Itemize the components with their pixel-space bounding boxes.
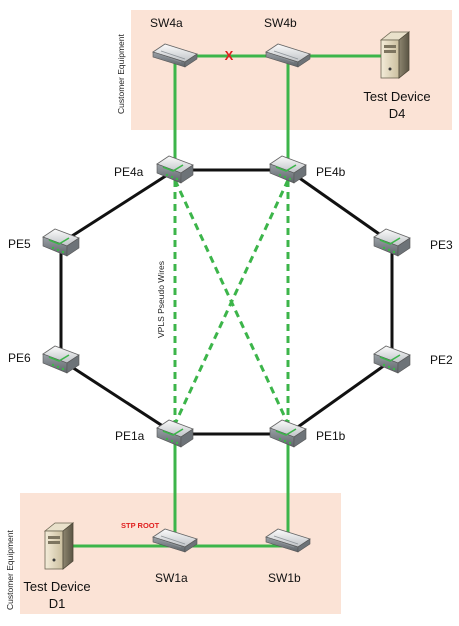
sw4b-label: SW4b	[264, 16, 297, 30]
top-zone-label: Customer Equipment	[116, 34, 126, 114]
pe4b-label: PE4b	[316, 165, 346, 179]
test-device-d1-server-icon[interactable]	[44, 522, 74, 570]
pe1b-label: PE1b	[316, 429, 346, 443]
test-device-d4-server-icon[interactable]	[380, 31, 410, 79]
vpls-label: VPLS Pseudo Wires	[156, 261, 166, 338]
vpls-pseudo-wires	[173, 179, 290, 425]
stp-root-label: STP ROOT	[121, 521, 160, 530]
bottom-zone-label: Customer Equipment	[5, 530, 15, 610]
sw1a-label: SW1a	[155, 571, 188, 585]
d1-label-line1: Test Device	[23, 579, 90, 594]
pe5-label: PE5	[8, 237, 31, 251]
blocked-link-marker: X	[225, 48, 234, 63]
pe3-router-icon[interactable]	[373, 228, 411, 257]
sw1b-label: SW1b	[268, 571, 301, 585]
ring-links	[59, 168, 394, 436]
pe6-label: PE6	[8, 351, 31, 365]
pe5-router-icon[interactable]	[42, 228, 80, 257]
pe1a-label: PE1a	[115, 429, 145, 443]
pe4a-label: PE4a	[114, 165, 144, 179]
sw4a-label: SW4a	[150, 16, 183, 30]
pe4b-router-icon[interactable]	[269, 155, 307, 184]
d4-label-line2: D4	[389, 106, 406, 121]
pe1a-router-icon[interactable]	[156, 419, 194, 448]
d1-label-line2: D1	[49, 596, 66, 611]
pe3-label: PE3	[430, 238, 453, 252]
pe2-label: PE2	[430, 353, 453, 367]
d4-label-line1: Test Device	[363, 89, 430, 104]
pe6-router-icon[interactable]	[42, 345, 80, 374]
